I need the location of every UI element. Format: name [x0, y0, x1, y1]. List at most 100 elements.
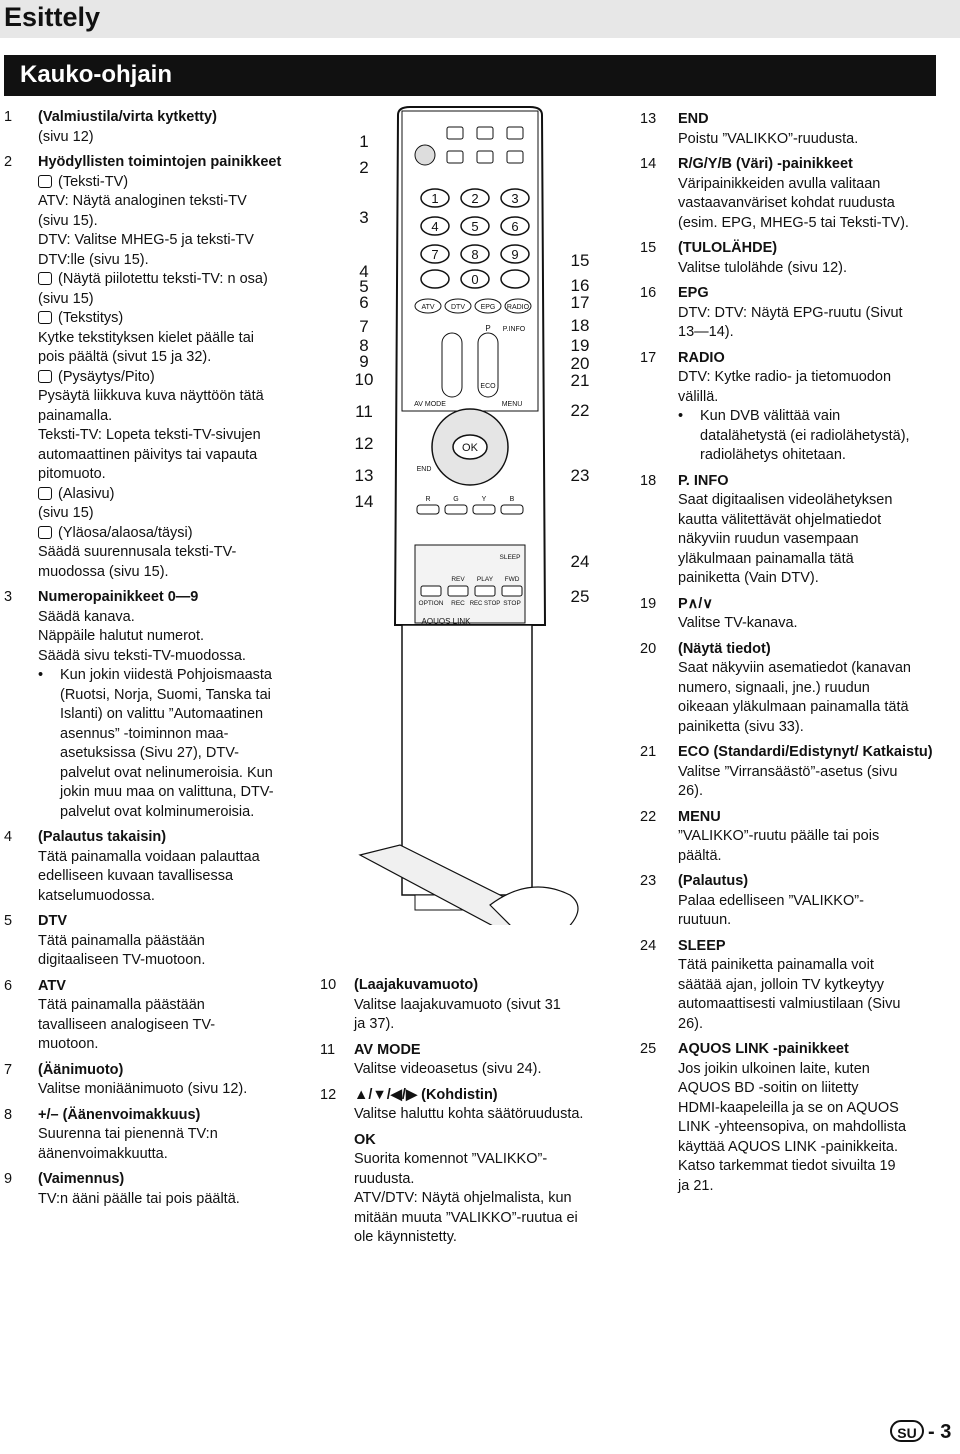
page-number: - 3	[928, 1421, 952, 1443]
g-label: G	[453, 496, 458, 503]
callout-number: 5	[359, 277, 368, 296]
text-line: Katso tarkemmat tiedot sivuilta 19	[678, 1158, 896, 1174]
number-key-label: 8	[471, 247, 478, 262]
item-number: 12	[320, 1086, 337, 1103]
ok-label: OK	[462, 442, 479, 454]
number-key-label: 0	[471, 272, 478, 287]
epg-button	[474, 298, 502, 314]
item-title: (Palautus takaisin)	[38, 829, 167, 845]
text-line: 26).	[678, 783, 703, 799]
sub-item-title-text: (Yläosa/alaosa/täysi)	[58, 524, 193, 541]
text-line: Palaa edelliseen ”VALIKKO”-	[678, 892, 864, 909]
function-button	[476, 150, 494, 164]
item-11: 11 AV MODE Valitse videoasetus (sivu 24).	[320, 1041, 630, 1080]
text-line: Islanti) on valittu ”Automaatinen	[60, 706, 264, 722]
atv-button	[414, 298, 442, 314]
number-key	[460, 188, 490, 208]
item-12: 12▲/▼/◀/▶ (Kohdistin)Valitse haluttu koh…	[320, 1086, 630, 1248]
item-number: 22	[640, 808, 657, 825]
item-4: 4(Palautus takaisin)Tätä painamalla void…	[4, 828, 324, 906]
item-body: (sivu 12)	[4, 128, 324, 148]
number-key-label: 4	[431, 219, 438, 234]
button-icon	[38, 525, 52, 539]
item-body: Valitse moniäänimuoto (sivu 12).	[4, 1080, 324, 1100]
item-heading: 1(Valmiustila/virta kytketty)	[4, 108, 324, 128]
item-number: 2	[4, 154, 13, 170]
item-number: 13	[640, 111, 657, 127]
g-button	[444, 504, 468, 515]
fwd-label: FWD	[505, 576, 520, 583]
function-button	[446, 150, 464, 164]
text-line: ATV/DTV: Näytä ohjelmalista, kun	[354, 1190, 572, 1206]
rev-label: REV	[451, 576, 465, 583]
text-line: Näppäile halutut numerot.	[38, 628, 205, 644]
power-button	[414, 144, 436, 166]
item-number: 21	[640, 744, 657, 760]
text-line: ”VALIKKO”-ruutu päälle tai pois	[678, 828, 880, 844]
text-line: kautta välitettävät ohjelmatiedot	[678, 511, 882, 528]
sub-item-title: (Näytä piilotettu teksti-TV: n osa)	[38, 270, 324, 290]
item-title: SLEEP	[678, 937, 726, 954]
item-number: 15	[640, 240, 657, 256]
text-line: DTV:lle (sivu 15).	[38, 251, 149, 268]
text-line: DTV: Kytke radio- ja tietomuodon	[678, 369, 892, 385]
item-title: RADIO	[678, 349, 725, 366]
item-heading: 4(Palautus takaisin)	[4, 828, 324, 848]
item-title: MENU	[678, 808, 721, 825]
pinfo-label: P.INFO	[503, 326, 526, 333]
column-middle: 10(Laajakuvamuoto)Valitse laajakuvamuoto…	[320, 976, 630, 1254]
item-heading: 7(Äänimuoto)	[4, 1061, 324, 1081]
item-body: TV:n ääni päälle tai pois päältä.	[4, 1190, 324, 1210]
number-key-label: 1	[431, 191, 438, 206]
callout-number: 1	[359, 132, 368, 151]
avmode-label: AV MODE	[414, 401, 446, 408]
callout-number: 12	[355, 434, 374, 453]
text-line: (sivu 15)	[38, 290, 94, 307]
b-label: B	[510, 496, 515, 503]
text-line: Valitse laajakuvamuoto (sivut 31	[354, 996, 561, 1013]
bullet-dot: •	[678, 408, 684, 424]
item-heading: 23(Palautus)	[640, 872, 940, 892]
text-line: käyttää AQUOS LINK -painikkeita.	[678, 1138, 899, 1155]
number-key	[460, 244, 490, 264]
sub-item-title-text: (Alasivu)	[58, 485, 115, 502]
callout-number: 20	[571, 354, 590, 373]
text-line: asetuksissa (Sivu 27), DTV-	[60, 745, 239, 761]
radio-button	[504, 298, 532, 314]
item-title: AV MODE	[354, 1041, 421, 1058]
item-number: 11	[320, 1041, 336, 1058]
sub-item: (Pysäytys/Pito)Pysäytä liikkuva kuva näy…	[38, 368, 324, 485]
callout-number: 4	[359, 262, 368, 281]
text-line: Poistu ”VALIKKO”-ruudusta.	[678, 130, 859, 147]
text-line: DTV: DTV: Näytä EPG-ruutu (Sivut	[678, 304, 903, 321]
rec-label: REC	[451, 600, 465, 607]
text-line: Valitse videoasetus (sivu 24).	[354, 1061, 542, 1077]
sub-item: (Näytä piilotettu teksti-TV: n osa)(sivu…	[38, 270, 324, 309]
item-number: 3	[4, 589, 13, 605]
button-icon	[38, 174, 52, 188]
text-line: Suorita komennot ”VALIKKO”-	[354, 1151, 548, 1167]
item-title: (Äänimuoto)	[38, 1061, 124, 1078]
text-line: muotoon.	[38, 1036, 99, 1052]
callout-number: 7	[359, 317, 368, 336]
text-line: välillä.	[678, 388, 719, 405]
text-line: Teksti-TV: Lopeta teksti-TV-sivujen	[38, 427, 261, 443]
item-number: 5	[4, 913, 13, 929]
sub-item-title: (Pysäytys/Pito)	[38, 368, 324, 388]
sub-item-title: (Tekstitys)	[38, 309, 324, 329]
text-line: ja 21.	[678, 1177, 714, 1194]
number-key-label: 6	[511, 219, 518, 234]
item-number: 10	[320, 977, 337, 993]
item-title: ATV	[38, 977, 66, 994]
item-number: 25	[640, 1041, 657, 1057]
language-badge: SU	[890, 1420, 924, 1442]
